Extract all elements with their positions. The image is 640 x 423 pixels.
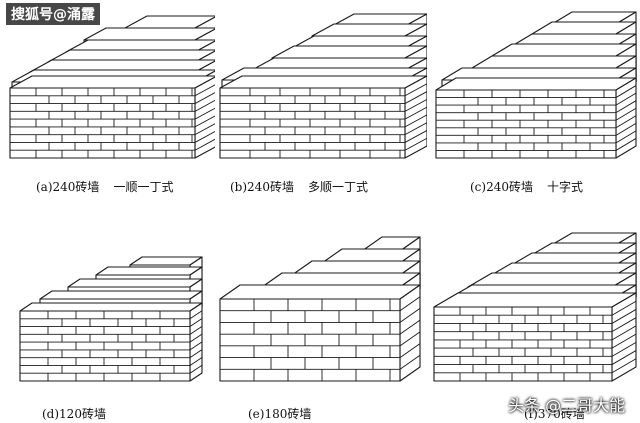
mortar-course-side <box>615 85 637 98</box>
mortar-course-side <box>611 317 637 333</box>
panel-c: (c)240砖墙十字式 <box>428 0 640 200</box>
wall-diagram-a <box>9 15 215 159</box>
wall-body <box>219 284 421 382</box>
mortar-course-side <box>189 364 203 374</box>
caption-c: (c)240砖墙十字式 <box>470 178 583 195</box>
panel-a: (a)240砖墙一顺一丁式 <box>0 0 215 200</box>
caption-letter: (d) <box>42 407 60 421</box>
mortar-course-side <box>404 98 427 112</box>
watermark-top: 搜狐号@涌露 <box>6 3 100 25</box>
mortar-course-side <box>194 84 215 97</box>
caption-d: (d)120砖墙 <box>42 405 106 422</box>
mortar-course-side <box>615 100 637 114</box>
caption-e: (e)180砖墙 <box>248 405 311 422</box>
mortar-course-side <box>611 358 637 374</box>
caption-wall: 120砖墙 <box>59 407 106 421</box>
wall-body <box>19 302 203 382</box>
mortar-course-side <box>615 138 637 151</box>
mortar-course-side <box>399 296 421 312</box>
mortar-course-side <box>189 333 203 343</box>
caption-f: (f)370砖墙 <box>524 405 585 422</box>
caption-letter: (a) <box>36 180 53 194</box>
mortar-course-side <box>615 130 637 144</box>
panel-f: (f)370砖墙 <box>428 225 640 423</box>
mortar-course-side <box>611 300 637 316</box>
mortar-course-side <box>194 107 215 120</box>
mortar-course-side <box>194 123 215 136</box>
caption-style: 多顺一丁式 <box>307 180 368 194</box>
mortar-course-side <box>404 137 427 151</box>
panel-b: (b)240砖墙多顺一丁式 <box>212 0 427 200</box>
caption-wall: 240砖墙 <box>247 180 294 194</box>
mortar-course-side <box>611 333 637 349</box>
mortar-course-side <box>194 115 215 128</box>
mortar-course-side <box>189 318 203 327</box>
mortar-course-side <box>399 319 421 335</box>
mortar-course-side <box>194 92 215 104</box>
wall-diagram-b <box>219 13 427 159</box>
mortar-course-side <box>189 341 203 351</box>
mortar-course-side <box>399 331 421 347</box>
mortar-course-side <box>194 99 215 112</box>
caption-wall: 240砖墙 <box>52 180 100 194</box>
mortar-course-side <box>189 325 203 335</box>
caption-letter: (b) <box>230 180 248 194</box>
mortar-course-side <box>404 83 427 97</box>
mortar-course-side <box>611 325 637 341</box>
mortar-course-side <box>404 130 427 143</box>
caption-letter: (c) <box>470 180 487 194</box>
mortar-course-side <box>399 343 421 358</box>
wall-body <box>9 75 215 159</box>
caption-letter: (f) <box>524 407 538 421</box>
mortar-course-side <box>611 350 637 365</box>
mortar-course-side <box>611 341 637 357</box>
mortar-course-side <box>404 114 427 128</box>
mortar-course-side <box>615 92 637 106</box>
caption-wall: 240砖墙 <box>486 180 533 194</box>
mortar-course-side <box>615 107 637 121</box>
mortar-course-side <box>615 115 637 129</box>
panel-d: (d)120砖墙 <box>0 225 215 423</box>
caption-letter: (e) <box>248 407 265 421</box>
wall-body <box>219 75 427 159</box>
panel-e: (e)180砖墙 <box>212 225 427 423</box>
mortar-course-side <box>189 310 203 320</box>
mortar-course-side <box>399 354 421 370</box>
caption-a: (a)240砖墙一顺一丁式 <box>36 178 173 195</box>
caption-wall: 370砖墙 <box>537 407 585 421</box>
watermark-bottom: 头条 @二哥大能 <box>508 396 626 415</box>
mortar-course-side <box>611 309 637 324</box>
mortar-course-side <box>615 122 637 136</box>
mortar-course-side <box>404 91 427 104</box>
caption-style: 十字式 <box>547 180 584 194</box>
wall-diagram-f <box>433 232 637 382</box>
mortar-course-side <box>194 138 215 151</box>
mortar-course-side <box>194 131 215 143</box>
wall-body <box>435 77 637 159</box>
caption-b: (b)240砖墙多顺一丁式 <box>230 178 368 195</box>
mortar-course-side <box>404 122 427 136</box>
caption-wall: 180砖墙 <box>264 407 312 421</box>
mortar-course-side <box>189 357 203 366</box>
mortar-course-side <box>404 106 427 120</box>
wall-diagram-d <box>19 256 203 382</box>
wall-diagram-c <box>435 11 637 159</box>
mortar-course-side <box>399 308 421 323</box>
wall-diagram-e <box>219 236 421 382</box>
mortar-course-side <box>189 349 203 359</box>
caption-style: 一顺一丁式 <box>113 180 174 194</box>
wall-body <box>433 292 637 382</box>
